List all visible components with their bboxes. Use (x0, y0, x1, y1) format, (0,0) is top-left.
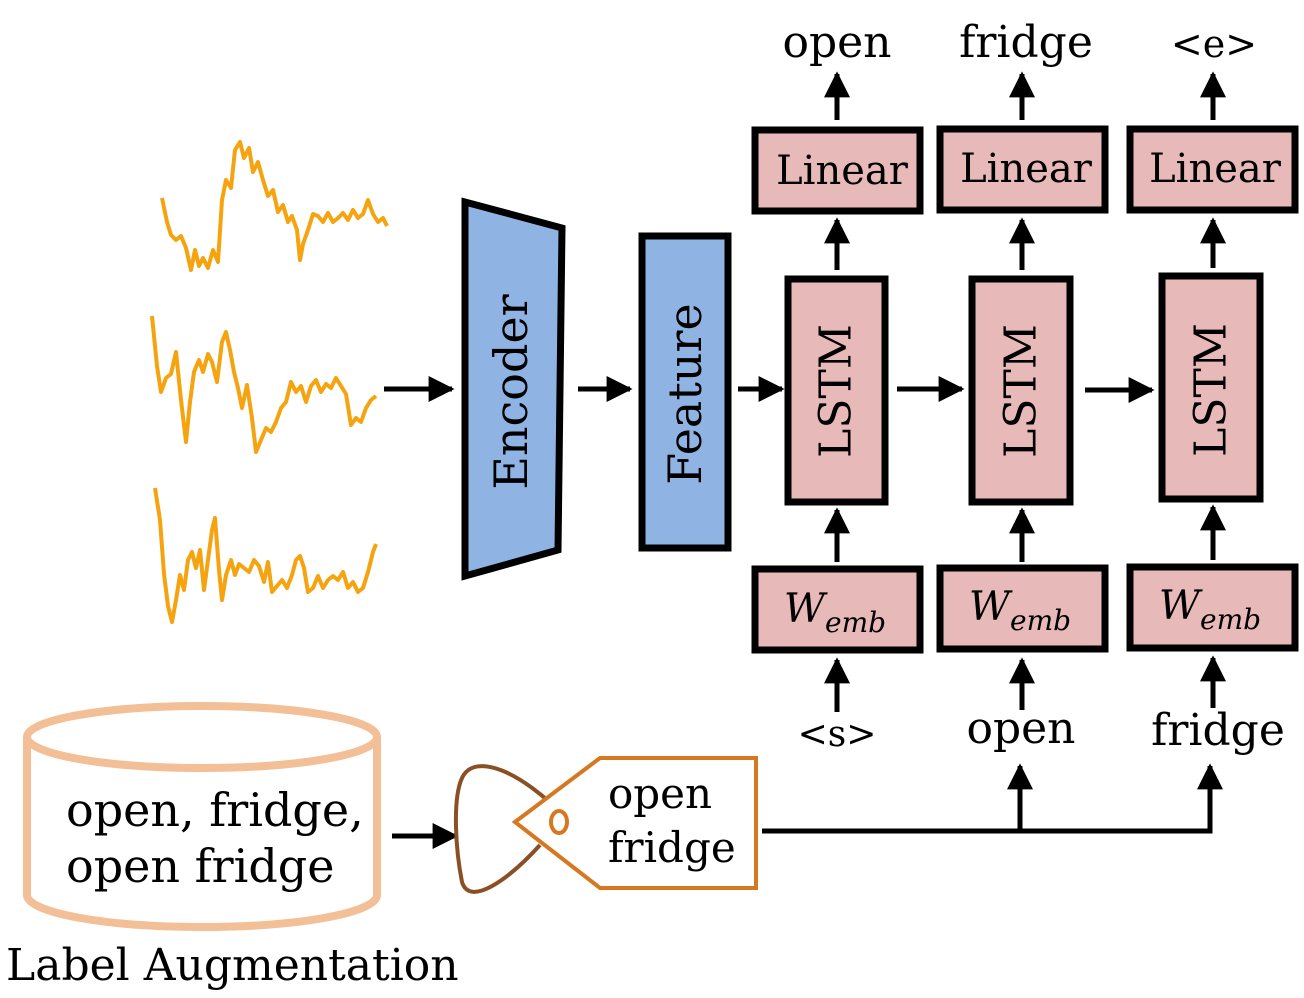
encoder-block (461, 197, 566, 581)
wemb-main-1: W (784, 586, 828, 632)
signal-waveform-3 (153, 487, 378, 624)
wemb-sub-2: emb (1010, 604, 1071, 637)
output-token-2: fridge (959, 17, 1093, 68)
wemb-label-1: Wemb (784, 586, 886, 639)
signal-waveform-1 (160, 140, 389, 272)
decoder-step-3: <e> Linear LSTM Wemb fridge (1126, 22, 1299, 756)
tag-connector-line (762, 776, 1213, 834)
signal-waveform-2 (150, 315, 378, 454)
label-database: open, fridge, open fridge (23, 702, 381, 931)
label-augmentation-caption: Label Augmentation (6, 940, 459, 991)
wemb-sub-1: emb (825, 606, 886, 639)
tag-hole-icon (549, 809, 569, 835)
linear-label-3: Linear (1149, 146, 1282, 192)
tag-connectors (762, 763, 1223, 834)
linear-label-1: Linear (776, 148, 909, 194)
wemb-block-2 (936, 564, 1109, 653)
tag-string-icon (453, 764, 568, 894)
input-token-2: open (966, 703, 1075, 754)
wemb-block-1 (751, 565, 924, 654)
encoder-label: Encoder (484, 294, 538, 489)
wemb-sub-3: emb (1200, 603, 1261, 636)
feature-block (638, 232, 732, 552)
lstm-label-2: LSTM (996, 324, 1047, 458)
decoder-step-1: open Linear LSTM Wemb <s> (751, 17, 924, 755)
input-token-1: <s> (798, 714, 877, 755)
lstm-block-1 (784, 275, 889, 506)
lstm-block-3 (1158, 272, 1264, 503)
wemb-label-2: Wemb (969, 584, 1071, 637)
lstm-label-3: LSTM (1186, 323, 1237, 457)
label-tag: open fridge (453, 756, 758, 894)
decoder-step-2: fridge Linear LSTM Wemb open (936, 17, 1109, 754)
wemb-main-3: W (1159, 583, 1203, 629)
linear-block-3 (1126, 125, 1299, 214)
tag-line-1: open (608, 769, 712, 818)
sensor-signals (150, 140, 389, 624)
tag-body-icon (511, 756, 758, 890)
output-token-3: <e> (1171, 22, 1257, 66)
linear-block-1 (751, 126, 924, 215)
flow-arrows (384, 376, 1155, 849)
wemb-main-2: W (969, 584, 1013, 630)
linear-block-2 (936, 125, 1109, 214)
output-token-1: open (782, 17, 891, 68)
database-line-2: open fridge (66, 839, 334, 893)
input-token-3: fridge (1151, 705, 1285, 756)
feature-label: Feature (658, 303, 712, 484)
database-line-1: open, fridge, (66, 783, 364, 837)
linear-label-2: Linear (960, 146, 1093, 192)
database-top (23, 702, 381, 772)
database-body (23, 737, 381, 931)
wemb-label-3: Wemb (1159, 583, 1261, 636)
lstm-block-2 (968, 275, 1074, 506)
wemb-block-3 (1126, 563, 1299, 652)
lstm-label-1: LSTM (811, 324, 862, 458)
tag-line-2: fridge (608, 823, 736, 872)
